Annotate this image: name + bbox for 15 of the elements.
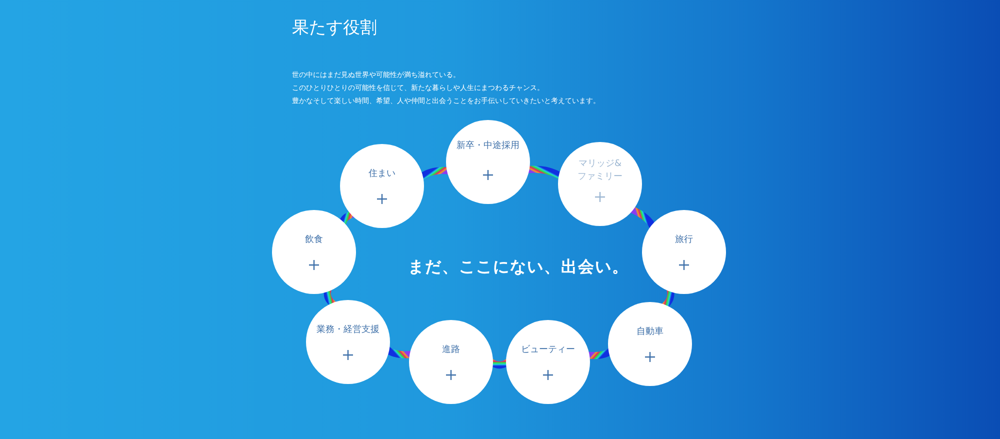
category-label: 進路 — [441, 344, 461, 357]
category-label: 住まい — [368, 168, 396, 181]
category-label: ビューティー — [520, 344, 576, 357]
page-title: 果たす役割 — [292, 17, 377, 39]
category-label: 旅行 — [674, 234, 694, 247]
category-label: 業務・経営支援 — [316, 324, 380, 337]
category-label: 飲食 — [304, 234, 324, 247]
category-label: 自動車 — [636, 326, 664, 339]
color-band — [339, 210, 354, 224]
tagline: まだ、ここにない、出会い。 — [408, 257, 629, 278]
color-band — [419, 167, 450, 180]
category-label: 新卒・中途採用 — [456, 140, 520, 153]
color-band — [630, 206, 656, 228]
color-band — [324, 288, 336, 308]
category-label: マリッジ&ファミリー — [576, 158, 624, 184]
